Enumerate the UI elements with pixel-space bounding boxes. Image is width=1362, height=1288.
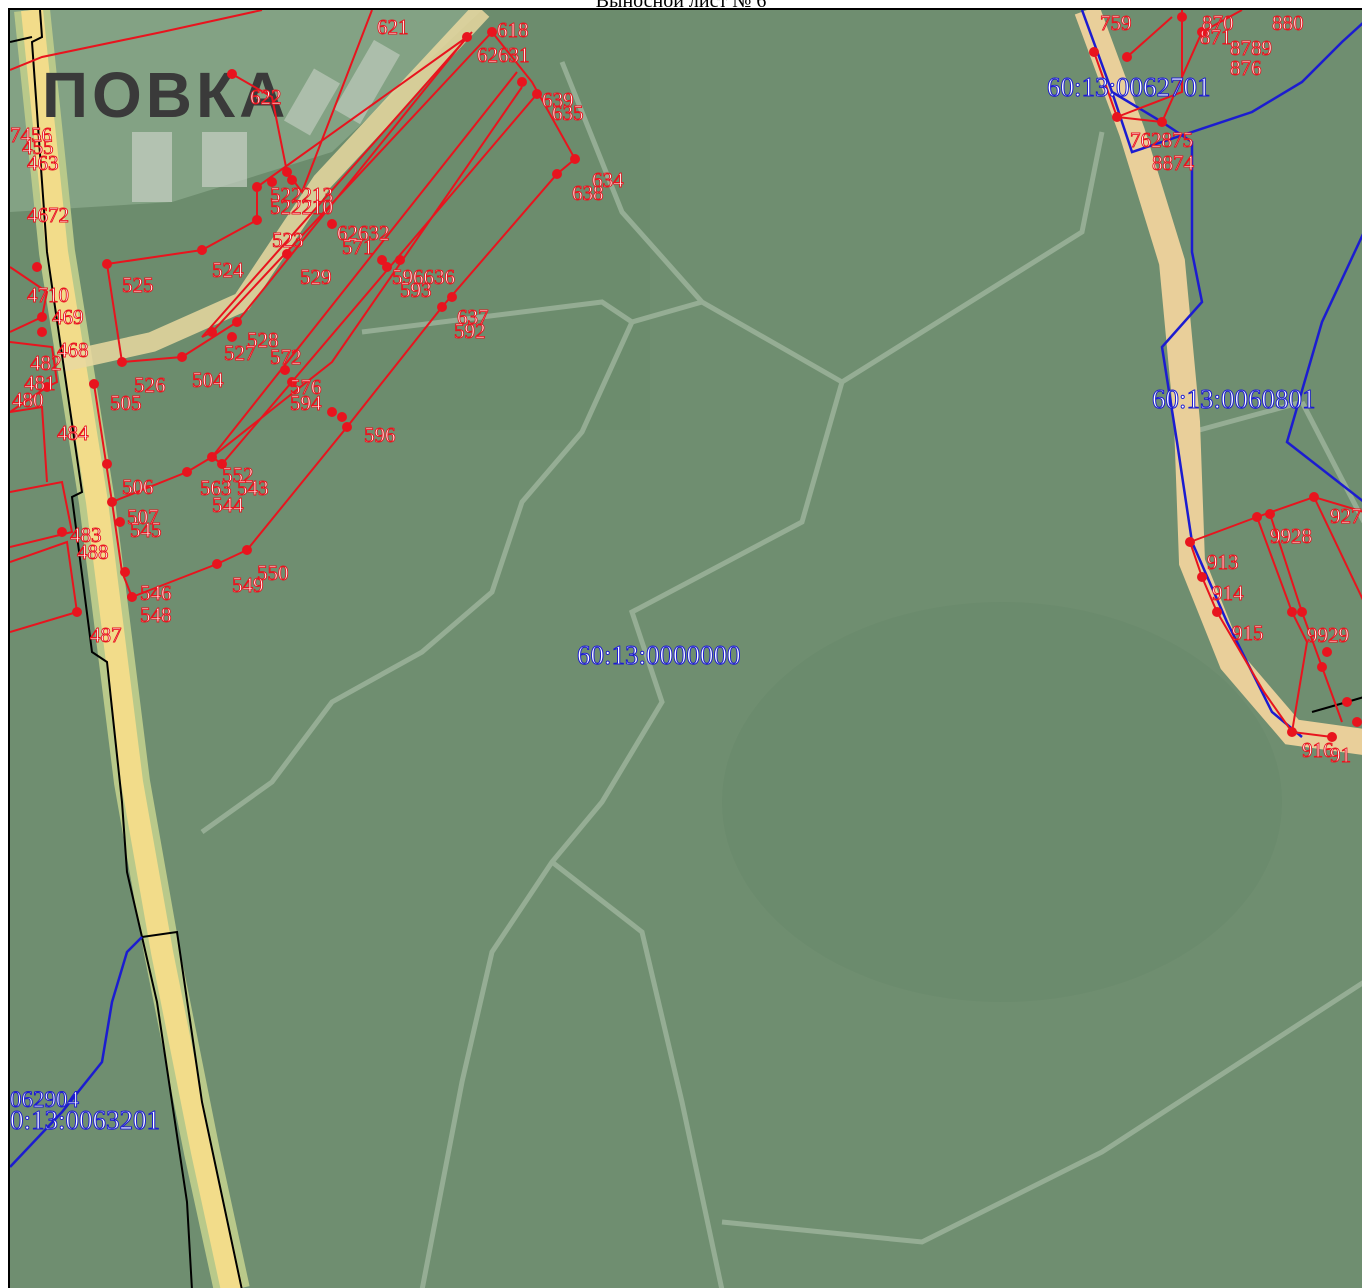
point-label: 8874 [1152,151,1195,175]
point-label: 552 [222,463,254,487]
building [284,68,340,136]
point-label: 544 [212,493,244,517]
point-label: 524 [212,258,244,282]
block-label: 062904 [10,1087,80,1112]
building [202,132,247,187]
point-label: 483 [70,523,102,547]
point-label: 8789 [1230,36,1272,60]
point-label: 481 [24,371,56,395]
point-label: 563 [200,476,232,500]
point-label: 571 [342,235,374,259]
point-label: 468 [57,338,89,362]
point-label: 526 [134,373,166,397]
point-label: 522213 [270,183,333,207]
point-label: 543 [237,476,269,500]
field-patch [722,602,1282,1002]
point-label: 482 [30,351,62,375]
sheet-title: Выносной лист № 6 [595,0,767,12]
point-label: 915 [1232,621,1264,645]
point-label: 9929 [1307,623,1349,647]
block-boundaries [10,10,1362,1168]
point-label: 527 [224,341,256,365]
point-label: 914 [1212,581,1244,605]
point-label: 504 [192,368,224,392]
point-label: 4672 [27,203,69,227]
point-label: 621 [377,15,409,39]
point-label: 545 [130,518,162,542]
point-label: 522210 [270,195,333,219]
dirt-tracks [200,61,1362,1288]
point-label: 487 [90,623,122,647]
point-label: 594 [290,391,322,415]
building [334,39,400,125]
village-road [59,10,490,372]
point-label: 876 [1230,56,1262,80]
point-label: 469 [52,305,84,329]
block-label: 60:13:0060801 [1152,384,1316,414]
point-label: 596636 [392,265,455,289]
parcel-boundaries[interactable] [10,10,1362,738]
point-label: 484 [57,421,89,445]
block-label: 60:13:0000000 [577,640,741,670]
point-label: 528 [247,328,279,352]
point-label: 455 [22,135,54,159]
point-label: 572 [270,345,302,369]
point-label: 488 [77,540,109,564]
block-label: 0:13:0063201 [10,1105,160,1135]
point-label: 622 [250,85,282,109]
map-frame[interactable]: ПОВКА [8,8,1362,1288]
point-label: 637 [457,305,489,329]
point-label: 9928 [1270,524,1312,548]
village-name: ПОВКА [42,59,289,131]
point-label: 638 [572,181,604,205]
parcel-points[interactable] [32,12,1362,742]
point-label: 91 [1330,743,1351,767]
point-label: 549 [232,573,264,597]
building [132,132,172,202]
point-label: 480 [12,388,44,412]
block-label: 60:13:0062701 [1047,72,1211,102]
point-label: 592 [454,319,486,343]
cadastral-map[interactable]: ПОВКА [10,10,1362,1288]
point-label: 525 [122,273,154,297]
point-label: 880 [1272,11,1304,35]
point-label: 634 [592,168,624,192]
point-label: 576 [290,375,322,399]
point-label: 4710 [27,283,69,307]
point-label: 7456 [10,123,52,147]
point-label: 463 [27,151,59,175]
point-label: 913 [1207,550,1239,574]
point-label: 916 [1302,738,1334,762]
point-label: 506 [122,475,154,499]
point-label: 546 [140,581,172,605]
point-label: 593 [400,278,432,302]
cadastral-lines [10,10,1362,1288]
point-label: 62632 [337,221,390,245]
main-road [21,10,243,1288]
point-label: 548 [140,603,172,627]
point-label: 927 [1330,504,1362,528]
point-label: 550 [257,561,289,585]
point-label: 523 [272,228,304,252]
point-label: 507 [127,505,159,529]
point-label: 596 [364,423,396,447]
point-label: 759 [1100,11,1132,35]
point-label: 635 [552,101,584,125]
point-label: 505 [110,391,142,415]
point-label: 762875 [1130,128,1193,152]
point-label: 618 [497,18,529,42]
point-label: 870 [1202,11,1234,35]
point-label: 529 [300,265,332,289]
point-label: 62631 [477,43,530,67]
point-label: 871 [1200,25,1232,49]
point-label: 639 [542,88,574,112]
